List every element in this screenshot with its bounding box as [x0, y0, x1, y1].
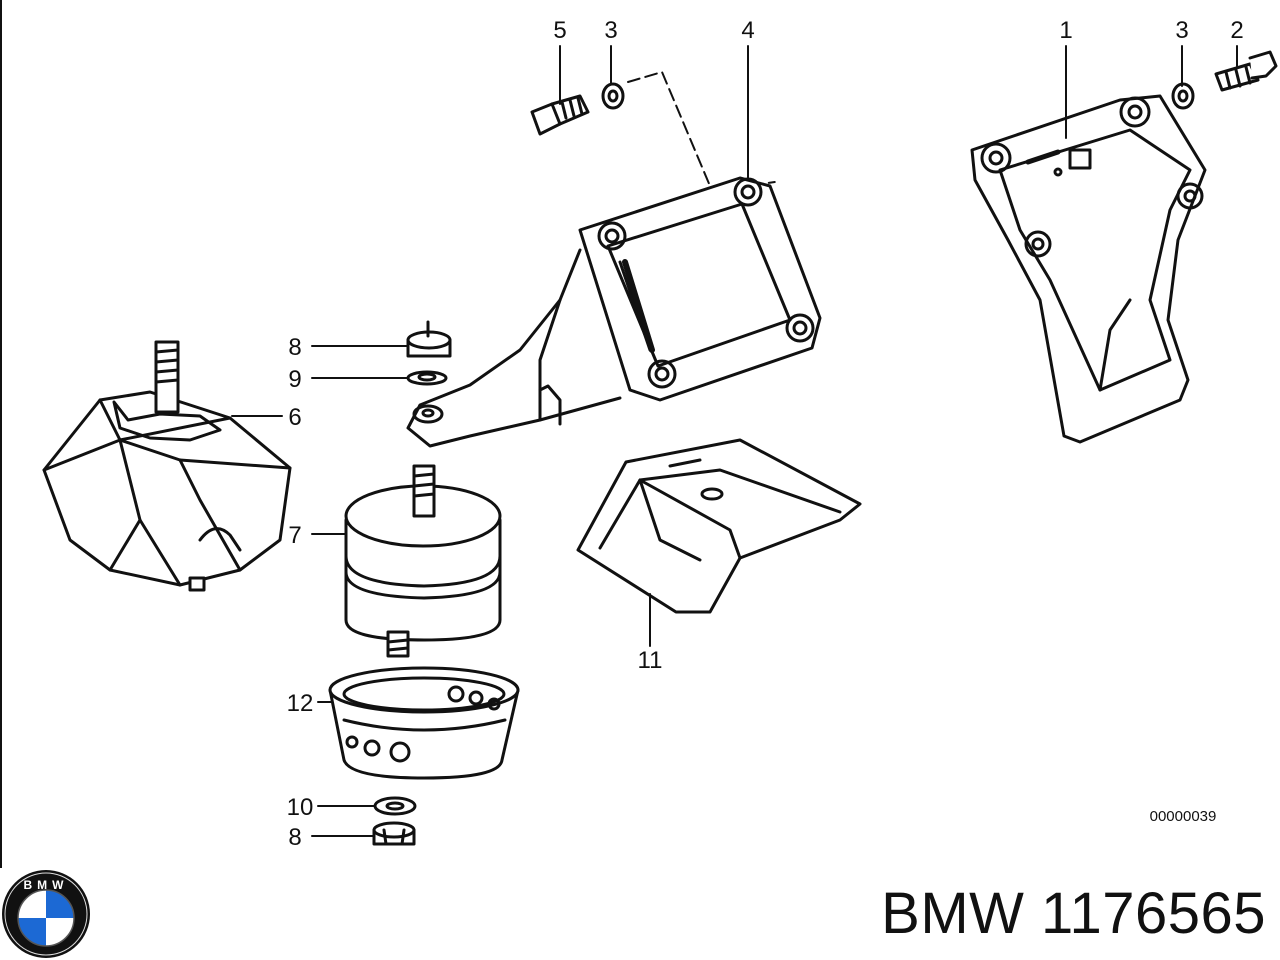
- bmw-logo: BMW: [2, 870, 90, 958]
- part-8-nut-top: [406, 320, 452, 358]
- part-2-bolt: [1214, 50, 1278, 92]
- callout-5: 5: [553, 17, 566, 44]
- callout-7: 7: [288, 522, 301, 549]
- part-9-washer: [406, 370, 448, 386]
- part-6-engine-mount: [42, 340, 292, 592]
- part-4-bracket: [406, 176, 822, 448]
- callout-2: 2: [1230, 17, 1243, 44]
- part-11-heat-shield: [576, 438, 862, 614]
- bmw-logo-lettering: BMW: [24, 878, 69, 892]
- callout-12: 12: [287, 690, 314, 717]
- callout-11: 11: [638, 647, 663, 674]
- drawing-code: 00000039: [1150, 808, 1217, 825]
- part-8-nut-bottom: [372, 821, 416, 846]
- part-7-rubber-mount: [344, 464, 502, 658]
- callout-8-top: 8: [288, 334, 301, 361]
- callout-4: 4: [741, 17, 754, 44]
- part-3-washer-left: [601, 82, 625, 110]
- callout-3-left: 3: [604, 17, 617, 44]
- callout-9: 9: [288, 366, 301, 393]
- callout-3-right: 3: [1175, 17, 1188, 44]
- callout-10: 10: [287, 794, 314, 821]
- part-5-bolt: [530, 94, 590, 136]
- part-3-washer-right: [1171, 82, 1195, 110]
- callout-1: 1: [1059, 17, 1072, 44]
- part-12-mounting-cup: [328, 666, 520, 780]
- callout-labels: 5 3 4 1 3 2 6 7 8 9 11 12 10 8 00000039: [287, 17, 1244, 851]
- part-1-bracket: [970, 94, 1207, 444]
- callout-8-bottom: 8: [288, 824, 301, 851]
- callout-leader-lines: [231, 45, 1238, 837]
- frame-left-border: [0, 0, 2, 868]
- part-number-title: BMW 1176565: [881, 881, 1266, 946]
- callout-6: 6: [288, 404, 301, 431]
- part-10-washer: [373, 796, 417, 816]
